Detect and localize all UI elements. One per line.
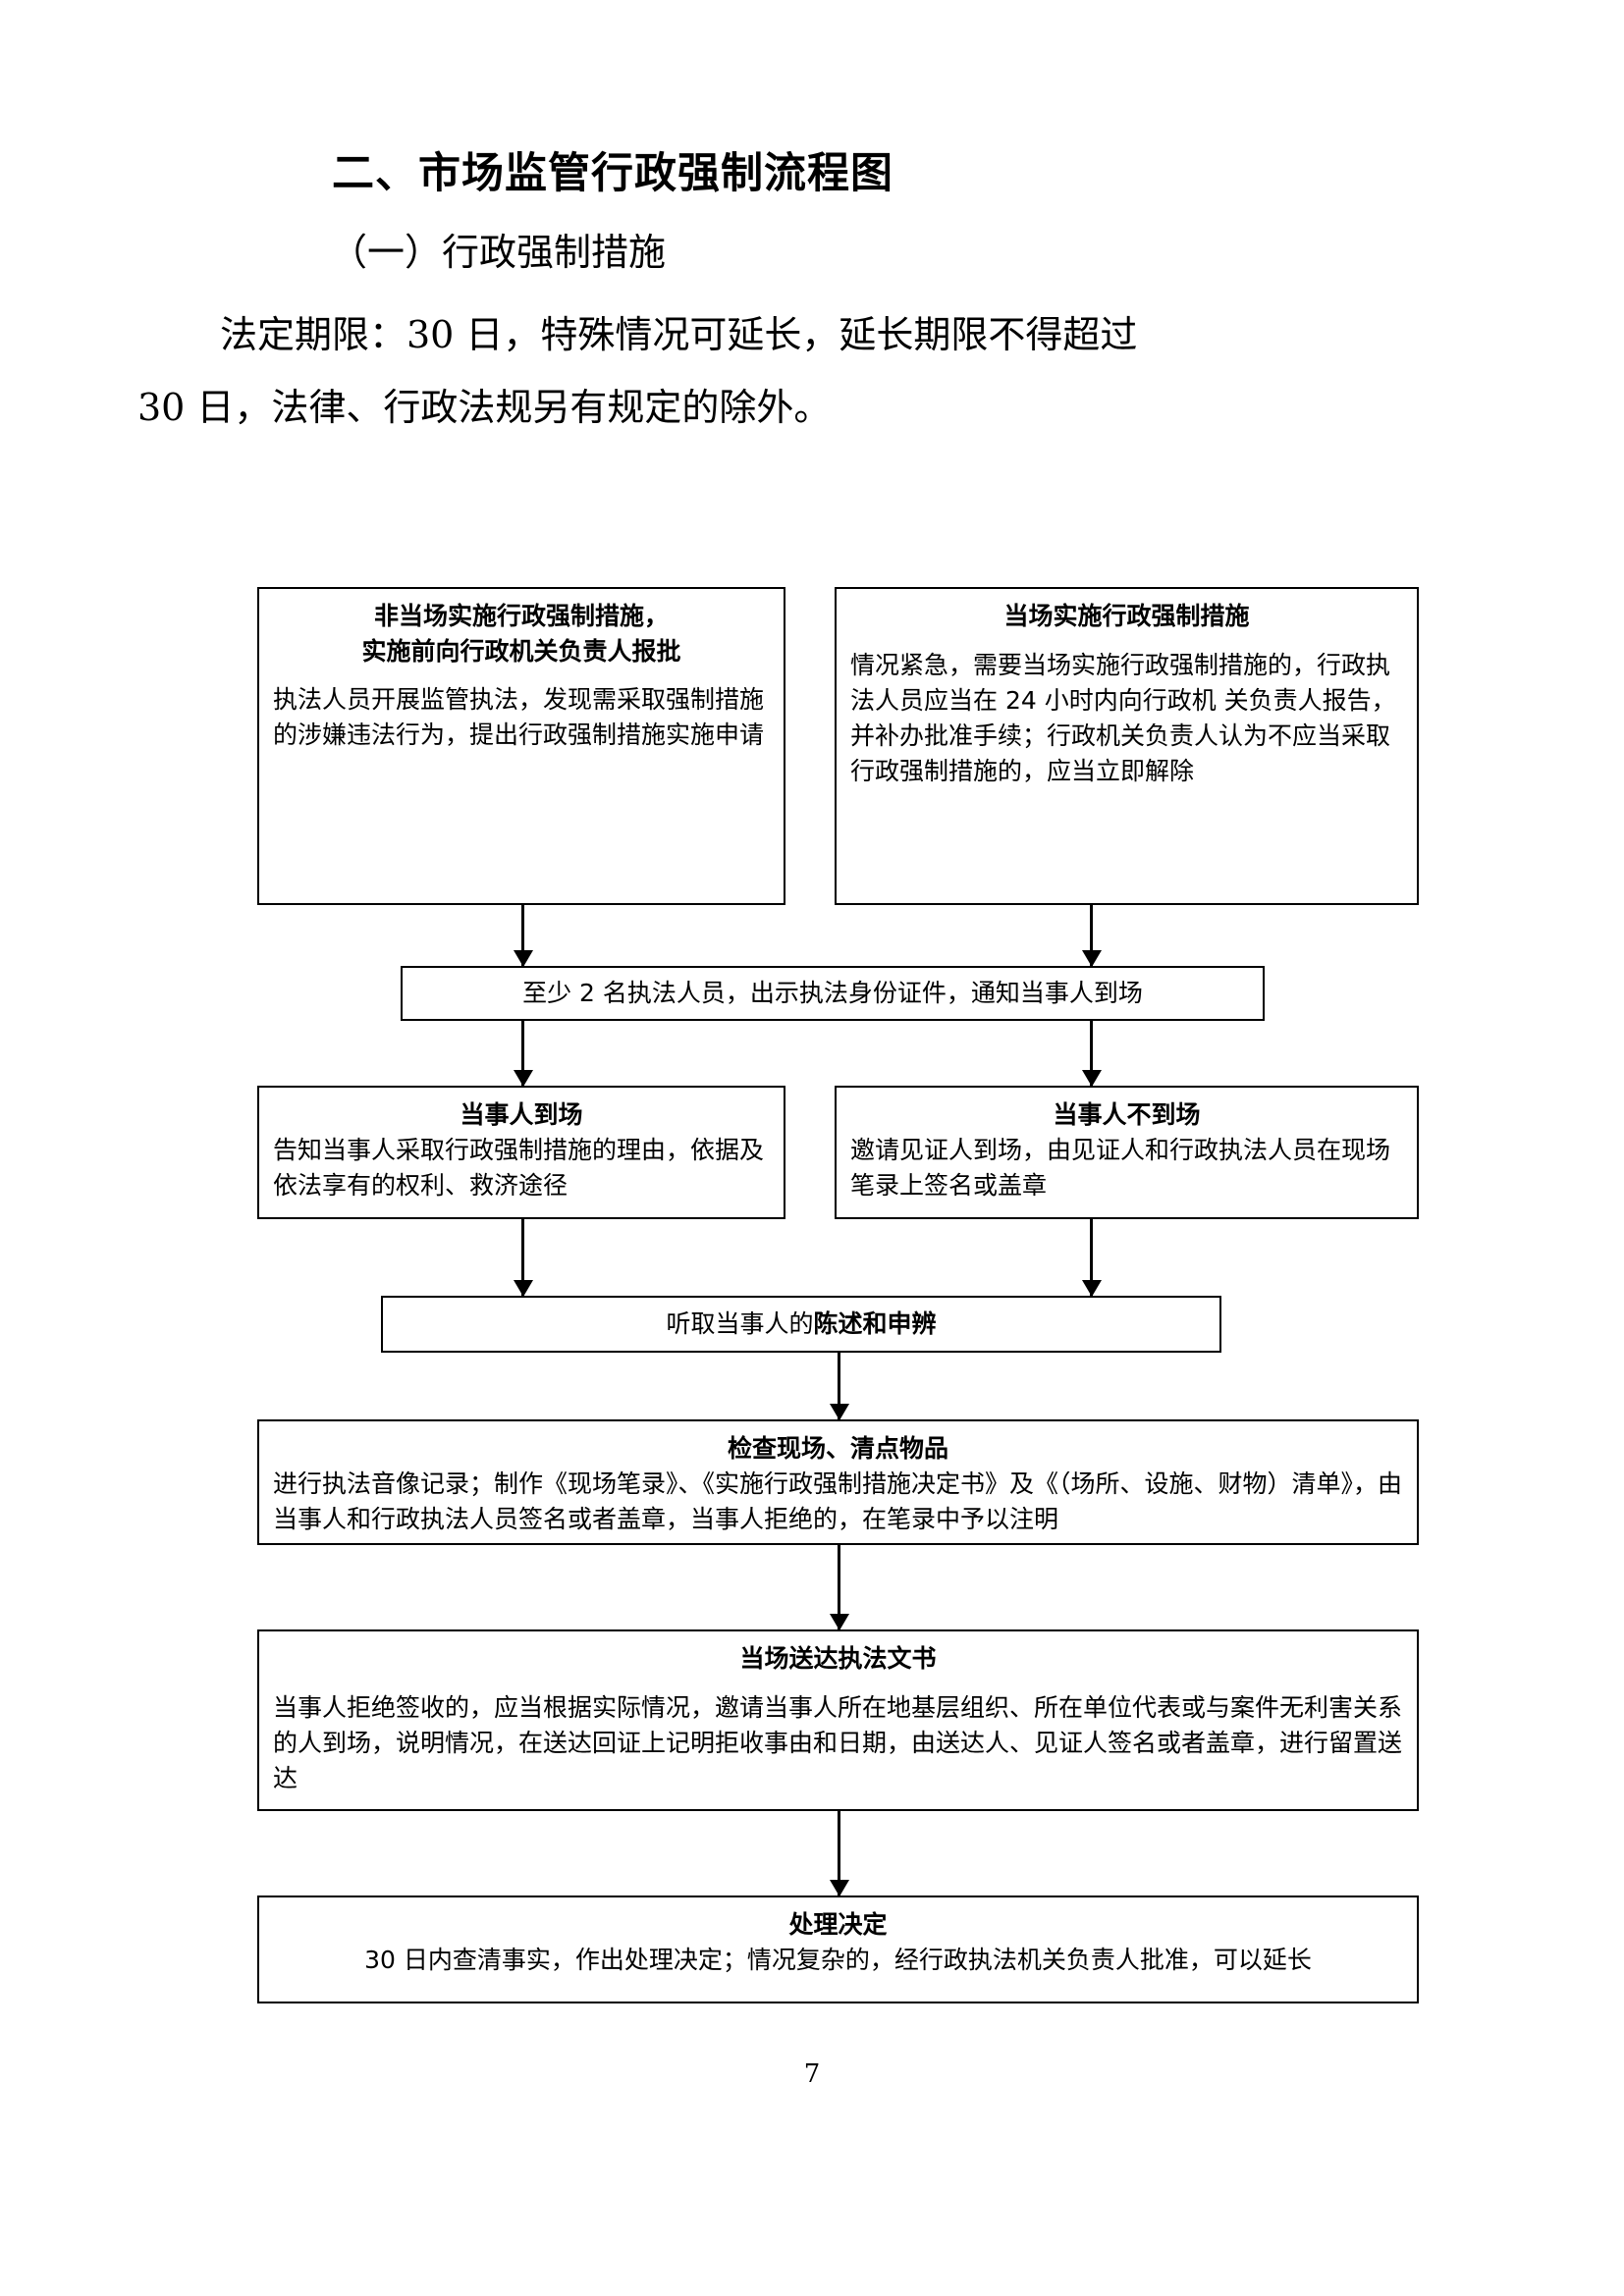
- box-two-officers: 至少 2 名执法人员，出示执法身份证件，通知当事人到场: [401, 966, 1265, 1021]
- box-serve-documents-body: 当事人拒绝签收的，应当根据实际情况，邀请当事人所在地基层组织、所在单位代表或与案…: [273, 1692, 1403, 1793]
- box-party-absent-body: 邀请见证人到场，由见证人和行政执法人员在现场笔录上签名或盖章: [850, 1135, 1391, 1200]
- box-hearing-statement: 听取当事人的陈述和申辨: [381, 1296, 1221, 1353]
- spacer: [850, 634, 1403, 648]
- connector-arrow-officers-to-party-absent: [1090, 1021, 1093, 1086]
- connector-arrow-officers-to-party-present: [521, 1021, 524, 1086]
- box-party-absent: 当事人不到场 邀请见证人到场，由见证人和行政执法人员在现场笔录上签名或盖章: [835, 1086, 1419, 1219]
- box-party-present: 当事人到场 告知当事人采取行政强制措施的理由，依据及依法享有的权利、救济途径: [257, 1086, 785, 1219]
- connector-arrow-party-absent-to-hearing: [1090, 1219, 1093, 1296]
- box-onsite-title: 当场实施行政强制措施: [1003, 602, 1250, 630]
- box-party-absent-title: 当事人不到场: [1053, 1100, 1201, 1129]
- section-subtitle: （一）行政强制措施: [330, 230, 667, 274]
- page-number: 7: [803, 2059, 821, 2089]
- spacer: [273, 1677, 1403, 1690]
- box-hearing-text: 听取当事人的陈述和申辨: [666, 1307, 936, 1342]
- box-non-onsite-body: 执法人员开展监管执法，发现需采取强制措施的涉嫌违法行为，提出行政强制措施实施申请: [273, 685, 765, 750]
- spacer: [273, 668, 770, 682]
- legal-deadline-paragraph: 法定期限：30 日，特殊情况可延长，延长期限不得超过 30 日，法律、行政法规另…: [137, 305, 1443, 438]
- box-party-present-title: 当事人到场: [460, 1100, 583, 1129]
- box-serve-documents-title: 当场送达执法文书: [739, 1644, 937, 1673]
- box-party-present-body: 告知当事人采取行政强制措施的理由，依据及依法享有的权利、救济途径: [273, 1135, 765, 1200]
- connector-arrow-party-present-to-hearing: [521, 1219, 524, 1296]
- connector-arrow-serve-to-decision: [838, 1811, 840, 1896]
- box-decision-title: 处理决定: [788, 1910, 888, 1939]
- page-title: 二、市场监管行政强制流程图: [332, 149, 893, 198]
- connector-arrow-non-onsite-to-officers: [521, 905, 524, 966]
- box-non-onsite-measure: 非当场实施行政强制措施， 实施前向行政机关负责人报批 执法人员开展监管执法，发现…: [257, 587, 785, 905]
- box-two-officers-text: 至少 2 名执法人员，出示执法身份证件，通知当事人到场: [522, 978, 1143, 1007]
- paragraph-line-1: 法定期限：30 日，特殊情况可延长，延长期限不得超过: [220, 313, 1138, 357]
- box-decision-body: 30 日内查清事实，作出处理决定；情况复杂的，经行政执法机关负责人批准，可以延长: [364, 1945, 1312, 1974]
- connector-arrow-hearing-to-inspect: [838, 1353, 840, 1419]
- paragraph-line-2: 30 日，法律、行政法规另有规定的除外。: [137, 385, 832, 429]
- connector-arrow-onsite-to-officers: [1090, 905, 1093, 966]
- box-decision: 处理决定 30 日内查清事实，作出处理决定；情况复杂的，经行政执法机关负责人批准…: [257, 1896, 1419, 2003]
- box-onsite-measure: 当场实施行政强制措施 情况紧急，需要当场实施行政强制措施的，行政执法人员应当在 …: [835, 587, 1419, 905]
- box-serve-documents: 当场送达执法文书 当事人拒绝签收的，应当根据实际情况，邀请当事人所在地基层组织、…: [257, 1629, 1419, 1811]
- box-hearing-text-normal: 听取当事人的: [666, 1308, 814, 1338]
- box-inspect-site-title: 检查现场、清点物品: [727, 1434, 948, 1463]
- document-header: 二、市场监管行政强制流程图 （一）行政强制措施 法定期限：30 日，特殊情况可延…: [137, 147, 1492, 438]
- connector-arrow-inspect-to-serve: [838, 1545, 840, 1629]
- box-non-onsite-title-line2: 实施前向行政机关负责人报批: [361, 636, 681, 666]
- box-inspect-site: 检查现场、清点物品 进行执法音像记录；制作《现场笔录》、《实施行政强制措施决定书…: [257, 1419, 1419, 1545]
- box-non-onsite-title-line1: 非当场实施行政强制措施，: [373, 602, 669, 630]
- box-inspect-site-body: 进行执法音像记录；制作《现场笔录》、《实施行政强制措施决定书》及《（场所、设施、…: [273, 1468, 1403, 1533]
- box-hearing-text-bold: 陈述和申辨: [813, 1308, 937, 1338]
- box-onsite-body: 情况紧急，需要当场实施行政强制措施的，行政执法人员应当在 24 小时内向行政机 …: [850, 650, 1396, 786]
